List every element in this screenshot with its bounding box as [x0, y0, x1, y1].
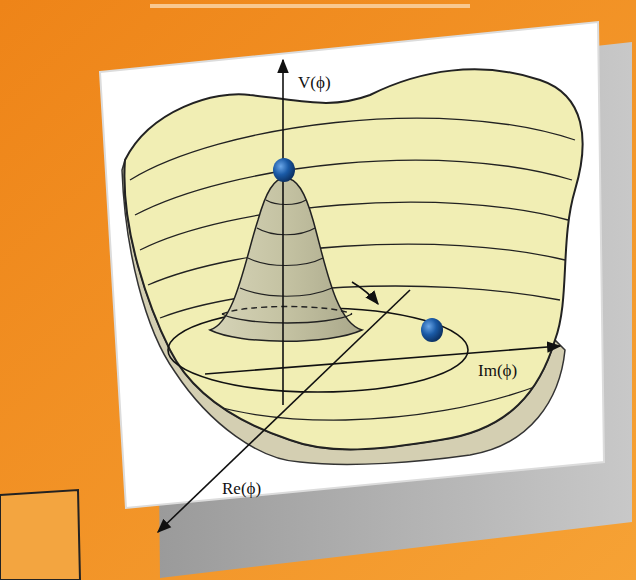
label-anchor: Im(ϕ): [478, 362, 517, 381]
hump-contours: [240, 200, 332, 296]
label-anchor: Re(ϕ): [222, 480, 261, 499]
hump-base-back: [222, 307, 352, 315]
central-hump: [210, 178, 362, 341]
roll-arrow: [352, 282, 378, 304]
axis-label: Re(ϕ): [222, 479, 261, 498]
ball-top: [273, 158, 295, 182]
axis-label: V(ϕ): [298, 73, 331, 92]
contour-lines: [130, 118, 575, 420]
corner-panel: [0, 490, 80, 580]
bowl-surface: [124, 69, 582, 449]
hump-base-front: [222, 314, 352, 323]
axis-label: Im(ϕ): [478, 361, 517, 380]
re-axis: [158, 290, 410, 532]
top-bar: [150, 4, 470, 8]
card: [100, 22, 604, 508]
v-axis: [282, 60, 284, 405]
ball-valley: [421, 318, 443, 342]
label-anchor: V(ϕ): [298, 74, 331, 93]
